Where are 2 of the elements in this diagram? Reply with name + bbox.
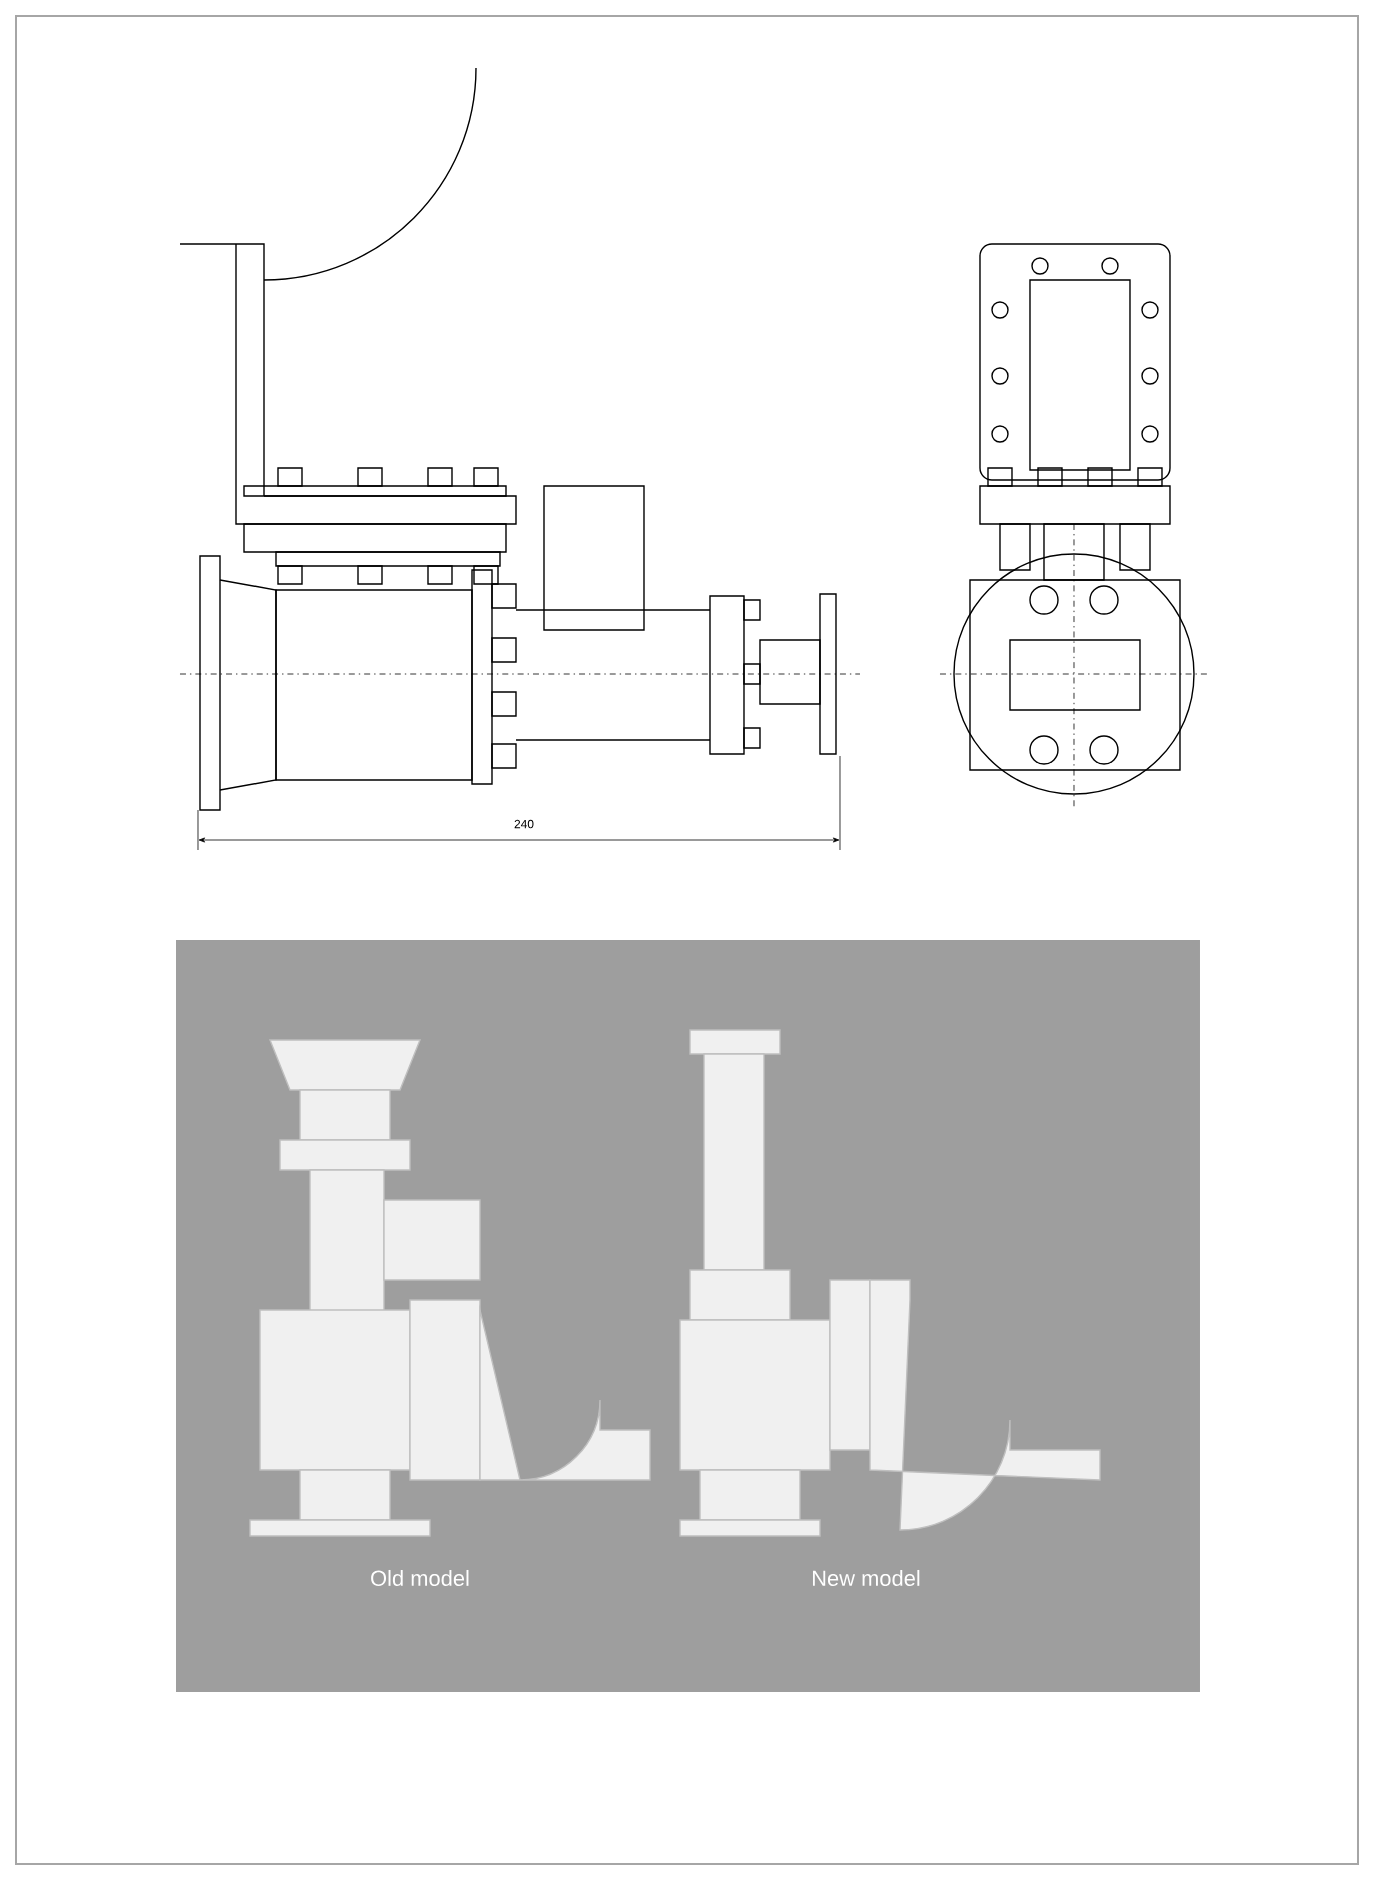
photo-caption: Old model [371, 1569, 469, 1587]
photo-caption: New model [813, 1569, 920, 1587]
